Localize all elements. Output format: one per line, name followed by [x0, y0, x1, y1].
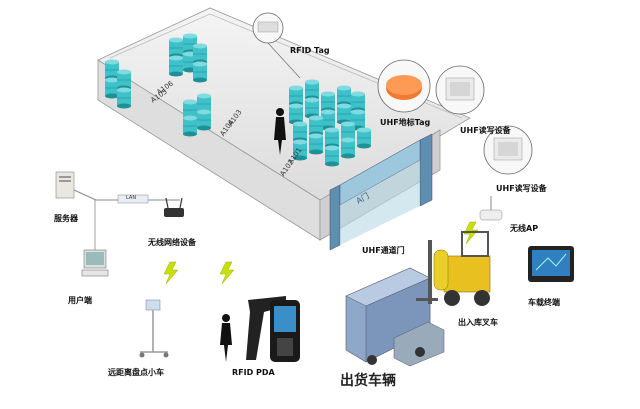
barrel	[305, 79, 319, 101]
vehicle-terminal-label: 车载终端	[528, 298, 560, 307]
forklift-label: 出入库叉车	[458, 318, 498, 327]
forklift-icon	[416, 231, 491, 306]
barrel	[169, 55, 183, 77]
worker-figure	[274, 108, 286, 155]
gate-left-pillar	[329, 184, 341, 251]
wireless-ap-icon	[479, 196, 503, 221]
barrel	[341, 137, 355, 159]
barrel	[309, 115, 323, 137]
server-tower-icon	[55, 171, 75, 199]
lan-network-line	[73, 189, 180, 250]
uhf-reader-mid-callout	[483, 125, 533, 175]
wireless-router-icon	[164, 197, 184, 217]
barrel	[289, 103, 303, 125]
barrel	[105, 77, 119, 99]
truck-label: 出货车辆	[340, 373, 396, 389]
barrel	[321, 109, 335, 131]
lan-label: LAN	[126, 195, 137, 201]
barrel	[289, 85, 303, 107]
uhf-floor-tag-callout	[377, 59, 431, 113]
barrel	[325, 127, 339, 149]
barrel	[197, 109, 211, 131]
barrel	[105, 59, 119, 81]
gate-opening	[340, 160, 420, 245]
delivery-truck-icon	[345, 267, 445, 367]
barrel	[169, 37, 183, 59]
barrel	[117, 69, 131, 91]
barrel	[357, 127, 371, 149]
server-label: 服务器	[54, 214, 78, 223]
barrel	[305, 97, 319, 119]
barrel	[293, 139, 307, 161]
pda-label: RFID PDA	[232, 368, 275, 377]
barrel	[293, 121, 307, 143]
uhf-rw-device-top-label: UHF读写设备	[460, 126, 511, 135]
barrel	[337, 103, 351, 125]
barrel	[183, 115, 197, 137]
desktop-computer-icon	[81, 249, 109, 277]
barrel	[193, 43, 207, 65]
worker-figure-pda	[220, 314, 232, 362]
barrel	[325, 145, 339, 167]
cart-label: 远距离盘点小车	[108, 368, 164, 377]
rfid-tag-callout	[252, 12, 301, 79]
vehicle-terminal-icon	[528, 246, 574, 282]
wireless-ap-label: 无线AP	[510, 224, 539, 233]
barrel	[193, 61, 207, 83]
gate-right-pillar	[419, 133, 433, 207]
wireless-device-label: 无线网络设备	[148, 238, 196, 247]
barrel	[309, 133, 323, 155]
rfid-tag-label: RFID Tag	[290, 46, 330, 55]
inventory-cart-icon	[139, 299, 169, 358]
barrel	[337, 85, 351, 107]
uhf-rw-device-mid-label: UHF读写设备	[496, 184, 547, 193]
uhf-gate-label: UHF通道门	[362, 246, 405, 255]
client-label: 用户端	[68, 296, 92, 305]
handheld-scanner-icon	[246, 296, 300, 362]
barrel	[117, 87, 131, 109]
uhf-gate	[329, 133, 433, 251]
rfid-barrels	[105, 33, 371, 167]
uhf-floor-tag-label: UHF地标Tag	[380, 118, 431, 127]
barrel	[351, 91, 365, 113]
barrel	[321, 91, 335, 113]
uhf-reader-top-callout	[435, 65, 485, 115]
